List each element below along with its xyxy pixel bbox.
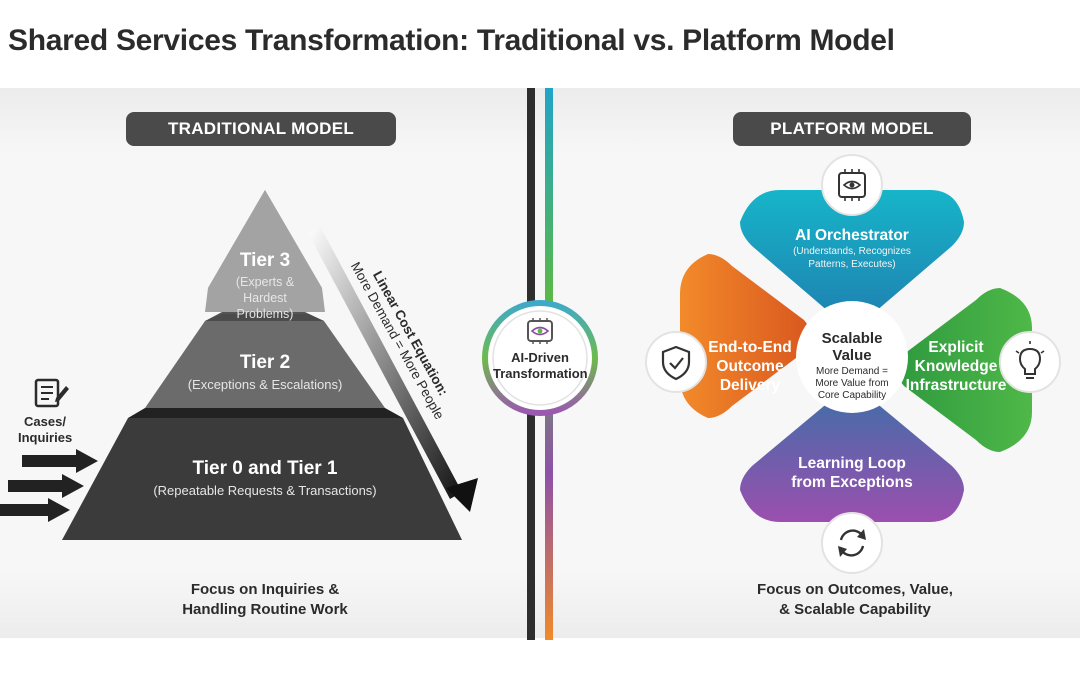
explicit-knowledge-text: Explicit Knowledge Infrastructure [905, 339, 1007, 394]
ai-transformation-node [482, 300, 598, 416]
end-to-end-text: End-to-End Outcome Delivery [708, 339, 792, 394]
tier-2-name: Tier 2 [239, 352, 291, 373]
petal-learning-loop [740, 389, 964, 522]
tier-0-1-desc: (Repeatable Requests & Transactions) [153, 483, 377, 498]
traditional-model-label: TRADITIONAL MODEL [126, 112, 396, 146]
traditional-pyramid [62, 190, 462, 540]
cases-label: Cases/ Inquiries [18, 414, 73, 445]
tier-3-text: Tier 3 (Experts & Hardest Problems) [200, 250, 330, 322]
tier-3-desc: (Experts & Hardest Problems) [235, 275, 295, 321]
pyramid-tier-2-base [128, 408, 403, 418]
refresh-cycle-icon [821, 512, 883, 574]
cases-arrows [0, 449, 98, 522]
traditional-caption: Focus on Inquiries & Handling Routine Wo… [182, 581, 348, 618]
tier-2-text: Tier 2 (Exceptions & Escalations) [150, 352, 380, 393]
platform-model-label: PLATFORM MODEL [733, 112, 971, 146]
tier-2-desc: (Exceptions & Escalations) [187, 377, 343, 392]
pyramid-tier-2 [145, 321, 385, 408]
pyramid-tier-0-1 [62, 418, 462, 540]
document-edit-icon [34, 378, 69, 408]
petal-ai-orchestrator [740, 190, 964, 325]
tier-0-1-name: Tier 0 and Tier 1 [192, 458, 338, 479]
platform-diagram [645, 154, 1061, 574]
petal-end-to-end [680, 254, 811, 418]
platform-caption: Focus on Outcomes, Value, & Scalable Cap… [757, 581, 953, 618]
shield-check-icon [645, 331, 707, 393]
tier-3-name: Tier 3 [239, 250, 291, 271]
ai-chip-icon [821, 154, 883, 216]
page-title: Shared Services Transformation: Traditio… [8, 24, 895, 57]
linear-cost-arrow [308, 226, 478, 512]
learning-loop-text: Learning Loop from Exceptions [791, 455, 913, 491]
scalable-value-center [796, 301, 908, 413]
arrow-icon [446, 478, 478, 512]
petal-explicit-knowledge [897, 288, 1032, 452]
ai-orchestrator-text: AI Orchestrator (Understands, Recognizes… [793, 227, 911, 270]
scalable-value-text: Scalable Value More Demand = More Value … [815, 330, 889, 401]
ai-transformation-text: AI-Driven Transformation [493, 350, 588, 381]
lightbulb-icon [999, 331, 1061, 393]
tier-0-1-text: Tier 0 and Tier 1 (Repeatable Requests &… [110, 458, 420, 499]
ai-chip-eye-icon [527, 318, 553, 344]
